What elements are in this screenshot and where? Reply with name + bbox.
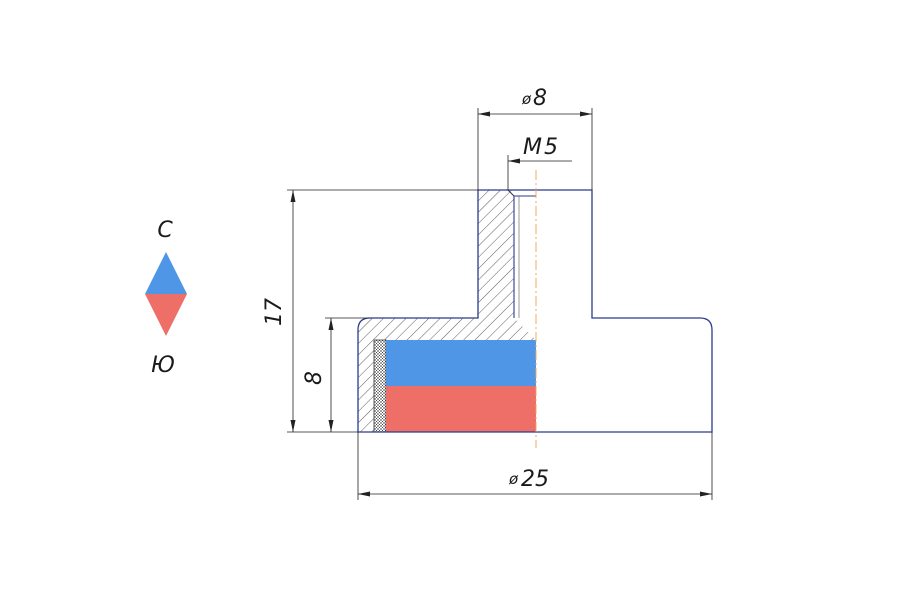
pole-legend: С Ю [145, 218, 187, 378]
north-magnet-layer [386, 340, 536, 386]
magnet-body [357, 170, 713, 448]
dim-thread-label: M5 [523, 135, 560, 160]
cut-section-hatch [358, 190, 536, 432]
south-magnet-layer [386, 386, 536, 432]
dim-stud-diameter-value: 8 [533, 86, 547, 111]
dim-cup-height: 8 [302, 371, 327, 385]
dimension-lines [287, 108, 713, 500]
dim-cup-diameter-value: 25 [521, 467, 549, 492]
dim-total-height: 17 [262, 298, 287, 326]
south-pole-label: Ю [151, 353, 175, 378]
thread-chamfer [507, 189, 515, 197]
dim-stud-diameter: ø 8 [521, 86, 547, 111]
insulating-sleeve [373, 339, 387, 433]
svg-text:ø: ø [521, 90, 532, 108]
dimension-arrows [290, 111, 712, 497]
south-pole-triangle [145, 294, 187, 336]
north-pole-triangle [145, 252, 187, 294]
dim-cup-diameter: ø 25 [508, 467, 549, 492]
north-pole-label: С [157, 218, 173, 243]
svg-text:ø: ø [508, 470, 519, 488]
part-outline [357, 189, 713, 433]
